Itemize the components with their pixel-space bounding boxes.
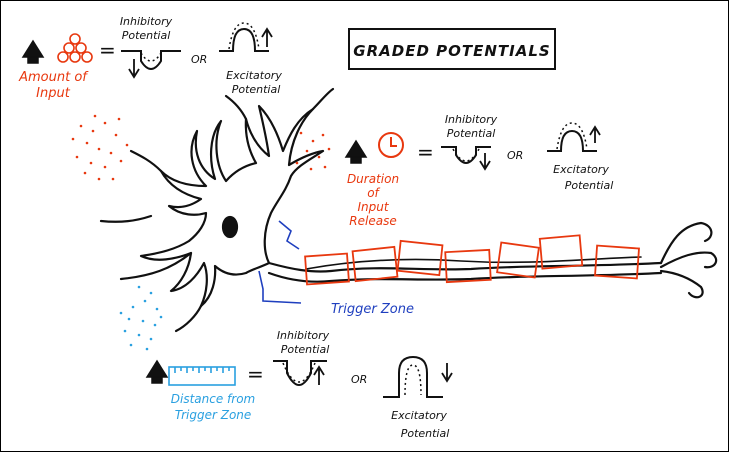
excitatory-label-line1: Excitatory [553, 163, 609, 176]
ruler-icon [168, 366, 236, 386]
excitatory-label-line1: Excitatory [226, 69, 282, 82]
axon-line-bottom [267, 271, 663, 283]
red-input-dots [71, 114, 331, 181]
stacked-spheres-icon [57, 33, 93, 63]
equals-sign: = [247, 362, 264, 386]
inhibitory-curve-icon [441, 146, 491, 164]
up-arrow-icon [589, 125, 601, 143]
amount-label-line2: Input [36, 86, 71, 101]
clock-icon [378, 132, 404, 158]
or-label: OR [507, 149, 523, 162]
inhibitory-curve-icon [273, 360, 327, 386]
excitatory-curve-icon [383, 355, 443, 398]
dendrite-branch-4 [174, 304, 203, 333]
row-amount: Amount of Input = Inhibitory Potential O… [18, 15, 282, 101]
cyan-input-dots [119, 285, 163, 351]
equals-sign: = [99, 38, 116, 62]
down-arrow-icon [479, 153, 491, 171]
inhibitory-label-line1: Inhibitory [120, 15, 173, 28]
excitatory-label-line2: Potential [232, 83, 281, 96]
distance-label-line2: Trigger Zone [175, 408, 252, 422]
excitatory-curve-icon [547, 129, 597, 152]
excitatory-label-line1: Excitatory [391, 409, 447, 422]
dendrite-branch-3 [119, 251, 193, 281]
excitatory-dashed-curve [228, 22, 260, 50]
axon-line-top [267, 261, 663, 273]
inhibitory-label-line2: Potential [447, 127, 496, 140]
inhibitory-dashed-curve [140, 52, 162, 62]
down-arrow-icon [128, 59, 140, 79]
page-title: GRADED POTENTIALS [353, 42, 550, 60]
excitatory-label-line2: Potential [565, 179, 614, 192]
duration-label-line1: Duration [347, 172, 399, 186]
excitatory-dashed-curve [404, 364, 422, 396]
increase-arrow-icon [145, 359, 169, 384]
inhibitory-label-line1: Inhibitory [445, 113, 498, 126]
neuron [99, 87, 718, 333]
inhibitory-curve-icon [121, 50, 181, 70]
or-label: OR [191, 53, 207, 66]
duration-label-line2: of [367, 186, 380, 200]
duration-label-line4: Release [349, 214, 396, 228]
inhibitory-dashed-curve [282, 362, 316, 383]
row-duration: Duration of Input Release = Inhibitory P… [344, 113, 614, 228]
trigger-zone-label: Trigger Zone [331, 302, 414, 317]
title-frame [348, 28, 556, 70]
myelin-sheaths [304, 234, 640, 286]
excitatory-label-line2: Potential [401, 427, 450, 440]
blue-squiggle-soma [278, 220, 300, 250]
down-arrow-icon [441, 363, 453, 383]
axon-terminal-3 [659, 269, 704, 299]
nucleus [221, 215, 239, 239]
neuron-cell-body [139, 104, 325, 308]
dendrite-branch-1 [129, 149, 163, 173]
equals-sign: = [417, 140, 434, 164]
excitatory-dashed-curve [556, 122, 588, 150]
dendrite-branch-6 [311, 87, 335, 111]
dendrite-branch-2 [99, 214, 153, 223]
trigger-zone-pointer [258, 270, 302, 304]
inhibitory-label-line2: Potential [122, 29, 171, 42]
or-label: OR [351, 373, 367, 386]
title-box: GRADED POTENTIALS [348, 28, 556, 70]
axon-terminal-2 [659, 251, 718, 269]
increase-arrow-icon [344, 139, 368, 164]
duration-label-line3: Input [357, 200, 389, 214]
excitatory-curve-icon [219, 27, 269, 52]
dendrite-branch-5 [224, 94, 248, 121]
inhibitory-label-line2: Potential [281, 343, 330, 356]
increase-arrow-icon [21, 39, 45, 64]
distance-label-line1: Distance from [171, 392, 255, 406]
inhibitory-label-line1: Inhibitory [277, 329, 330, 342]
axon-terminal-1 [659, 221, 713, 265]
up-arrow-icon [261, 27, 273, 47]
up-arrow-icon [313, 365, 325, 385]
amount-label-line1: Amount of [18, 70, 89, 85]
row-distance: Distance from Trigger Zone = Inhibitory … [145, 329, 453, 440]
myelin-line [305, 256, 642, 270]
